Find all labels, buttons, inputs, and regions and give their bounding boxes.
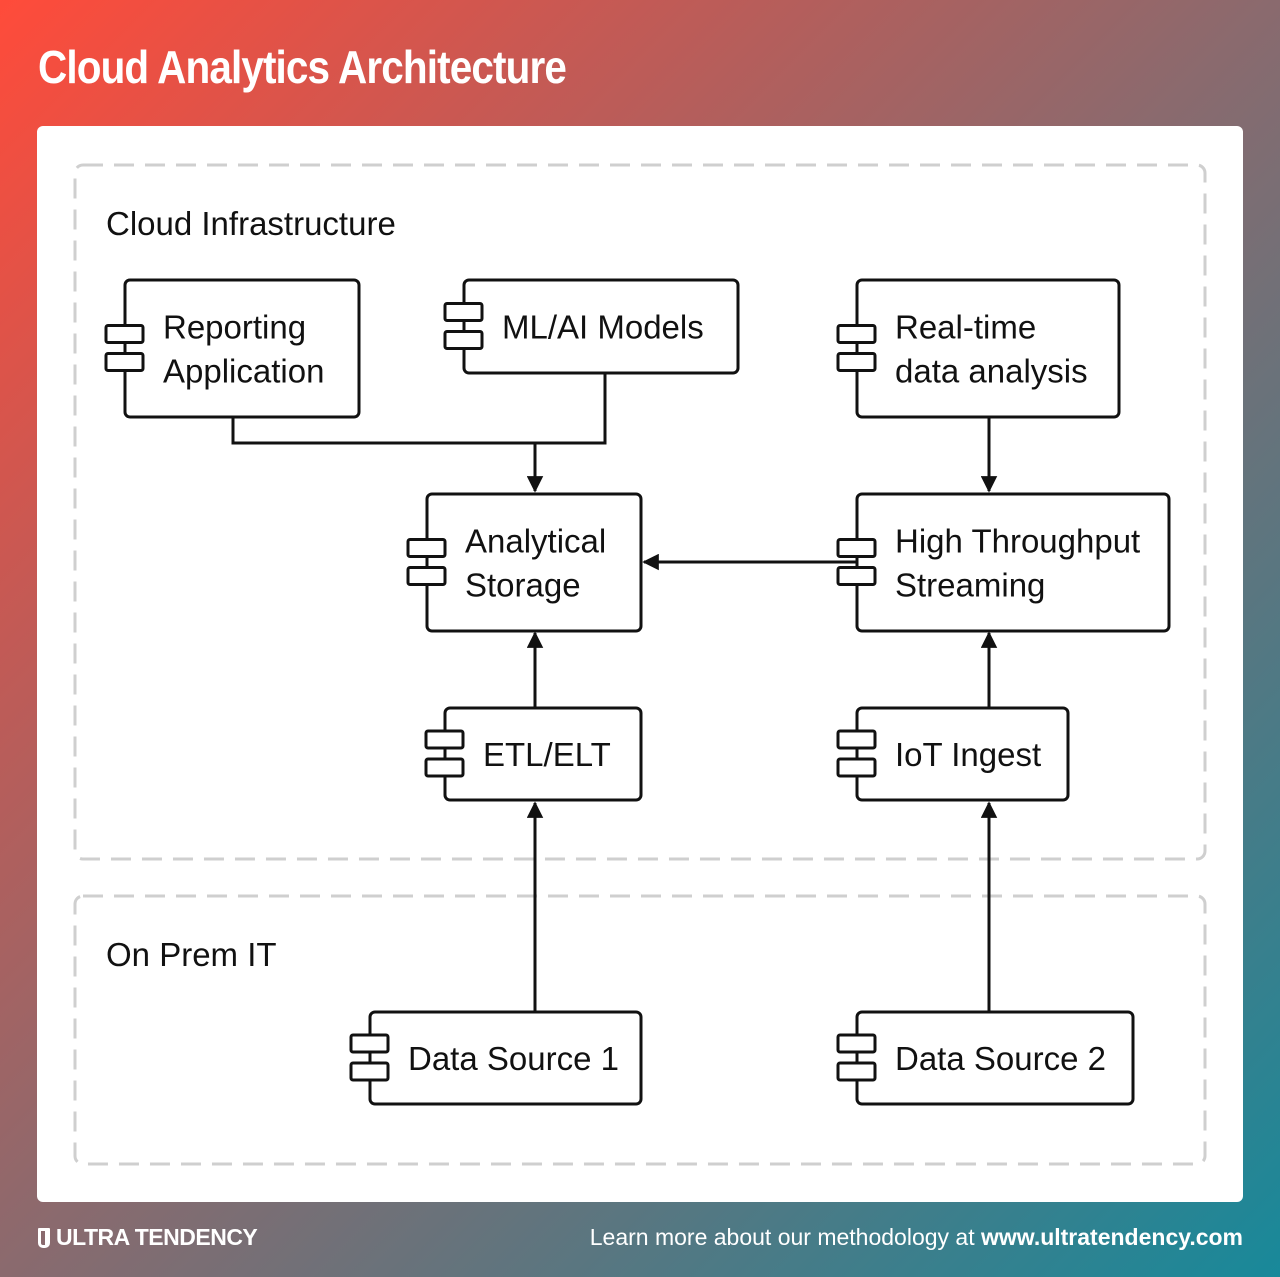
node-box [368, 1010, 643, 1106]
node-label: Storage [465, 567, 581, 604]
node-realtime: Real-time data analysis [836, 278, 1121, 419]
node-box [443, 706, 643, 802]
node-mlai: ML/AI Models [443, 278, 740, 375]
component-icon [836, 1033, 877, 1082]
group-label-onprem: On Prem IT [106, 936, 277, 973]
node-label: Reporting [163, 309, 306, 346]
component-icon [836, 538, 877, 586]
component-icon [443, 302, 484, 350]
node-label: Data Source 1 [408, 1040, 619, 1077]
node-label: ETL/ELT [483, 736, 611, 773]
node-ds2: Data Source 2 [836, 1010, 1135, 1106]
component-icon [836, 324, 877, 372]
node-box [123, 278, 361, 419]
node-box [855, 1010, 1135, 1106]
node-label: Application [163, 353, 324, 390]
node-label: Analytical [465, 523, 606, 560]
node-box [462, 278, 740, 375]
edge-mlai-to-storage [526, 373, 607, 493]
node-iot: IoT Ingest [836, 706, 1070, 802]
node-label: Real-time [895, 309, 1036, 346]
edge-reporting-to-storage [231, 417, 535, 445]
component-icon [349, 1033, 390, 1082]
ultra-tendency-logo-icon [38, 1227, 50, 1248]
node-label: data analysis [895, 353, 1088, 390]
component-icon [406, 538, 447, 586]
page-title: Cloud Analytics Architecture [38, 41, 567, 93]
group-label-cloud: Cloud Infrastructure [106, 205, 396, 242]
component-icon [836, 729, 877, 778]
node-label: Streaming [895, 567, 1045, 604]
node-label: ML/AI Models [502, 309, 704, 346]
node-box [425, 492, 643, 633]
node-label: High Throughput [895, 523, 1140, 560]
node-etl: ETL/ELT [424, 706, 643, 802]
footer-website-link[interactable]: www.ultratendency.com [981, 1224, 1243, 1250]
brand-name: ULTRA TENDENCY [56, 1224, 258, 1250]
node-ds1: Data Source 1 [349, 1010, 643, 1106]
group-on-prem-it [73, 894, 1207, 1166]
brand-logo[interactable]: ULTRA TENDENCY [38, 1224, 258, 1251]
footer-cta-prefix: Learn more about our methodology at [589, 1224, 981, 1250]
node-box [855, 492, 1171, 633]
group-cloud-infrastructure [73, 163, 1207, 861]
node-box [855, 706, 1070, 802]
node-label: Data Source 2 [895, 1040, 1106, 1077]
footer-cta: Learn more about our methodology at www.… [590, 1224, 1243, 1251]
node-box [855, 278, 1121, 419]
component-icon [424, 729, 465, 778]
node-label: IoT Ingest [895, 736, 1041, 773]
component-icon [104, 324, 145, 372]
